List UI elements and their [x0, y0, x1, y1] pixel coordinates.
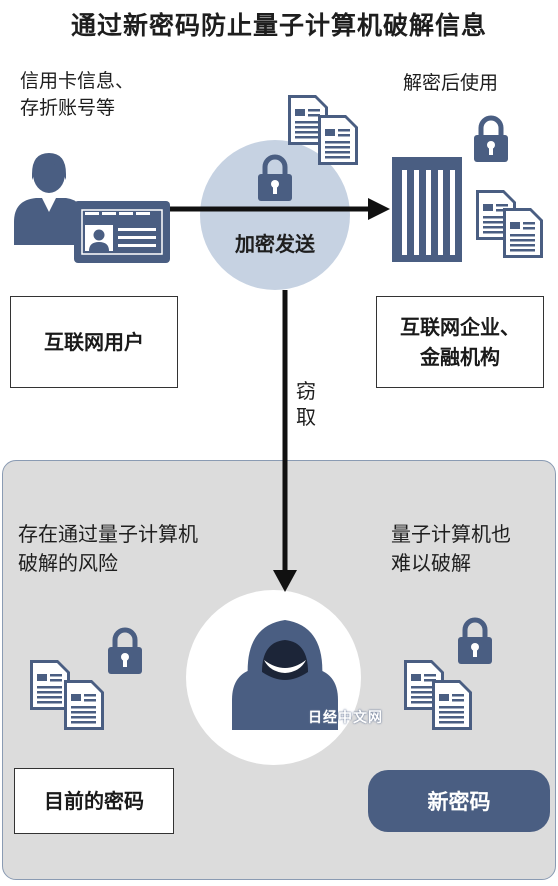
- encrypt-label: 加密发送: [235, 232, 315, 256]
- intercept-label: 窃 取: [296, 379, 316, 429]
- risk-left-label: 存在通过量子计算机 破解的风险: [18, 522, 198, 575]
- diagram-title: 通过新密码防止量子计算机破解信息: [70, 11, 487, 40]
- watermark: 日经中文网: [308, 710, 383, 726]
- building-icon: [392, 157, 462, 262]
- document-icon: [64, 680, 104, 730]
- new-key-button: 新密码: [368, 770, 550, 832]
- lock-icon: [474, 118, 508, 162]
- lock-icon: [108, 630, 142, 674]
- lock-icon: [258, 157, 292, 201]
- document-icon: [432, 680, 472, 730]
- risk-right-label: 量子计算机也 难以破解: [391, 522, 511, 575]
- lock-icon: [458, 620, 492, 664]
- user-info-label: 信用卡信息、 存折账号等: [20, 70, 135, 119]
- send-arrow: [170, 198, 390, 220]
- intercept-arrow: [273, 290, 297, 592]
- server-use-label: 解密后使用: [403, 72, 499, 94]
- hacker-icon: [232, 620, 338, 730]
- user-person-icon: [14, 153, 84, 245]
- credit-card-icon: [74, 201, 170, 263]
- current-key-box: 目前的密码: [14, 768, 174, 834]
- document-icon: [503, 208, 543, 258]
- server-box: 互联网企业、 金融机构: [376, 296, 544, 388]
- document-icon: [318, 115, 358, 165]
- user-box: 互联网用户: [10, 296, 178, 388]
- encryption-circle: [200, 140, 350, 290]
